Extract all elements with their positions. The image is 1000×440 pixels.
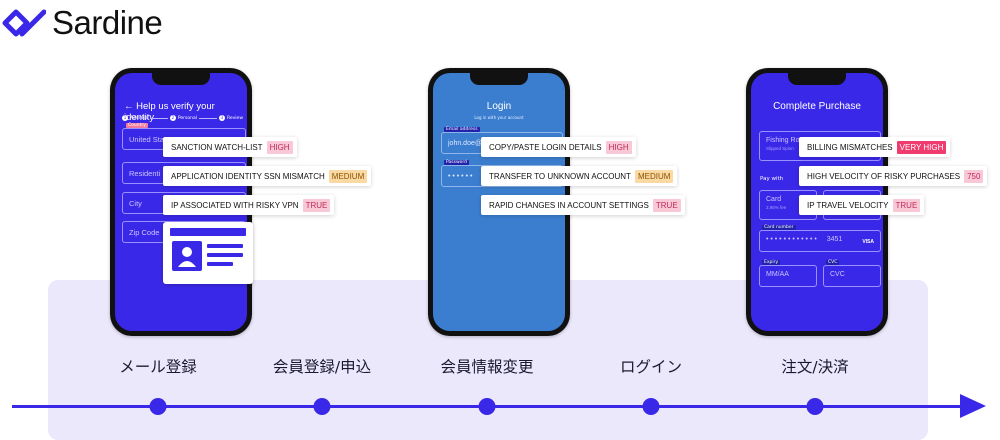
timeline-dot (149, 398, 167, 415)
screen-title: Complete Purchase (773, 101, 861, 112)
id-card-icon (163, 222, 253, 284)
step-label: Personal (177, 115, 197, 121)
timeline-dot (806, 398, 824, 415)
step-label: Address (130, 115, 148, 121)
email-field-label: Email address (444, 127, 480, 132)
sardine-logo: Sardine (2, 4, 163, 42)
id-card-header (170, 228, 246, 236)
timeline-dot (313, 398, 331, 415)
stage-label-login: ログイン (619, 358, 683, 376)
risk-level-badge: VERY HIGH (896, 140, 947, 154)
pay-with-label: Pay with (760, 176, 784, 182)
risk-score-badge: 750 (964, 169, 984, 183)
risk-signal-tag: APPLICATION IDENTITY SSN MISMATCH MEDIUM (163, 166, 372, 186)
card-number-masked: • • • • • • • • • • • • (766, 236, 817, 243)
expiry-field[interactable]: MM/AA (759, 265, 817, 287)
step-dot: 3 (218, 115, 225, 121)
stage-label-email-signup: メール登録 (119, 358, 197, 376)
card-number-field[interactable]: • • • • • • • • • • • • 3451 VISA (759, 230, 881, 252)
stage-label-member-registration: 会員登録/申込 (272, 358, 372, 376)
id-card-line (207, 244, 243, 248)
screen-title: ← Help us verify your identity (124, 101, 215, 123)
phone-notch (788, 73, 846, 85)
phone-notch (152, 73, 210, 85)
risk-signal-tag: COPY/PASTE LOGIN DETAILS HIGH (481, 137, 636, 157)
risk-signal-tag: TRANSFER TO UNKNOWN ACCOUNT MEDIUM (481, 166, 678, 186)
step-label: Review (226, 115, 243, 121)
order-item-subtitle: Slipped Spinn (766, 146, 794, 151)
stepper: 1 Address 2 Personal 3 Review (122, 115, 243, 121)
stage-label-checkout: 注文/決済 (781, 358, 849, 376)
expiry-label: Expiry (762, 260, 781, 265)
cvc-label: CVC (826, 260, 840, 265)
risk-signal-tag: SANCTION WATCH-LIST HIGH (163, 137, 297, 157)
risk-signal-text: COPY/PASTE LOGIN DETAILS (489, 142, 602, 152)
id-card-photo (172, 241, 202, 271)
risk-signal-tag: BILLING MISMATCHES VERY HIGH (799, 137, 951, 157)
visa-logo: VISA (862, 239, 874, 245)
risk-signal-tag: HIGH VELOCITY OF RISKY PURCHASES 750 (799, 166, 988, 186)
timeline-arrow-icon (960, 394, 986, 418)
order-item-title: Fishing Ro (766, 137, 800, 144)
step-dot: 2 (169, 115, 176, 121)
screen-title: Login (486, 101, 512, 112)
sardine-logo-icon (2, 9, 46, 37)
payment-option-card-fee: 2.95% fee (766, 205, 787, 210)
risk-signal-text: SANCTION WATCH-LIST (171, 142, 263, 152)
risk-signal-tag: RAPID CHANGES IN ACCOUNT SETTINGS TRUE (481, 195, 685, 215)
id-card-line (207, 253, 243, 257)
risk-signal-text: HIGH VELOCITY OF RISKY PURCHASES (807, 171, 961, 181)
step-connector (149, 117, 168, 119)
risk-signal-text: RAPID CHANGES IN ACCOUNT SETTINGS (489, 200, 649, 210)
risk-level-badge: TRUE (302, 198, 331, 212)
timeline-dot (642, 398, 660, 415)
payment-option-card-label: Card (766, 196, 782, 203)
step-dot: 1 (122, 115, 128, 121)
risk-signal-text: APPLICATION IDENTITY SSN MISMATCH (171, 171, 325, 181)
cvc-field[interactable]: CVC (823, 265, 881, 287)
card-number-label: Card number (762, 225, 796, 230)
phone-notch (470, 73, 528, 85)
screen-subtitle: Log in with your account (474, 115, 524, 120)
step-connector (199, 117, 217, 119)
country-field-label: Country (126, 123, 148, 128)
risk-signal-tag: IP TRAVEL VELOCITY TRUE (799, 195, 925, 215)
risk-signal-text: BILLING MISMATCHES (807, 142, 893, 152)
risk-signal-tag: IP ASSOCIATED WITH RISKY VPN TRUE (163, 195, 335, 215)
timeline-dot (478, 398, 496, 415)
risk-level-badge: HIGH (605, 140, 632, 154)
risk-level-badge: TRUE (652, 198, 681, 212)
risk-signal-text: IP TRAVEL VELOCITY (807, 200, 889, 210)
id-card-line (207, 262, 233, 266)
stage-label-account-change: 会員情報変更 (440, 358, 534, 376)
risk-signal-text: IP ASSOCIATED WITH RISKY VPN (171, 200, 299, 210)
risk-signal-text: TRANSFER TO UNKNOWN ACCOUNT (489, 171, 631, 181)
person-icon (178, 247, 196, 267)
password-field-label: Password (444, 160, 470, 165)
card-last4: 3451 (826, 236, 843, 243)
risk-level-badge: MEDIUM (634, 169, 674, 183)
brand-name: Sardine (52, 4, 163, 41)
risk-level-badge: TRUE (892, 198, 921, 212)
risk-level-badge: HIGH (266, 140, 293, 154)
risk-level-badge: MEDIUM (328, 169, 368, 183)
